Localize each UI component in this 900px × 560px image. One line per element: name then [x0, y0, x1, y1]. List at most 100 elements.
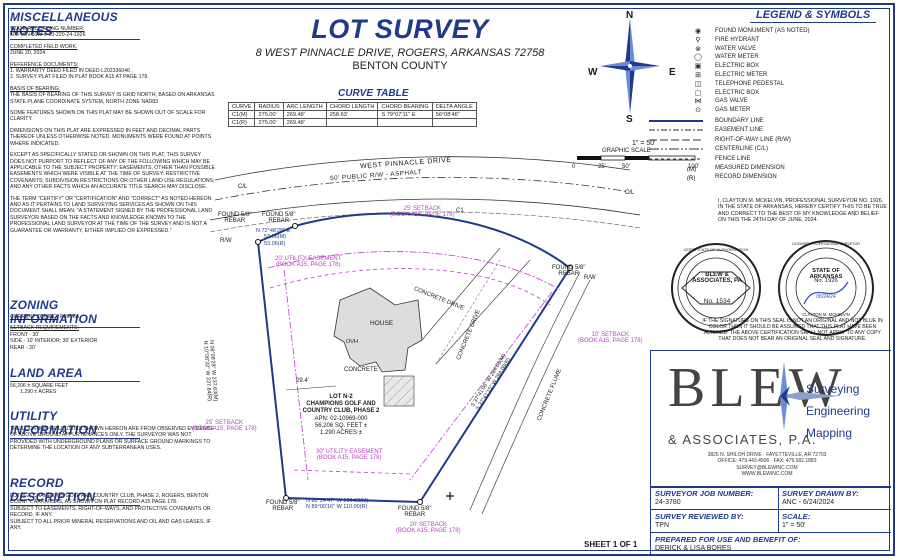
sheet-number: SHEET 1 OF 1	[584, 540, 638, 549]
legend-line-item: (M)MEASURED DIMENSION	[687, 165, 785, 172]
reference-1: 1. WARRANTY DEED FILED IN DEED L20233604…	[10, 68, 133, 75]
centerline-left: C/L	[238, 184, 248, 190]
legend-item: ◉FOUND MONUMENT (AS NOTED)	[695, 28, 810, 35]
county: BENTON COUNTY	[352, 60, 448, 72]
surveyor-seal-number: No. 1926	[814, 278, 838, 284]
setback-10-book: (BOOK A15, PAGE 178)	[578, 338, 643, 344]
features-text: SOME FEATURES SHOWN ON THIS PLAT MAY BE …	[10, 110, 206, 123]
cell: S 79°07'11" E	[377, 110, 433, 119]
radius-col: RADIUS	[254, 102, 284, 111]
legend-item: ▢ ELECTRIC BOX	[695, 89, 760, 97]
prepared-label: PREPARED FOR USE AND BENEFIT OF:	[655, 535, 801, 544]
job-value: 24-3780	[655, 499, 681, 506]
legend-item-label: ELECTRIC BOX	[715, 89, 760, 96]
legend-item: ⊙GAS METER	[695, 107, 750, 114]
setback-10-label: 10' SETBACK	[591, 332, 630, 338]
electric-box-icon: ▢	[694, 89, 702, 97]
found-se-type: REBAR	[404, 512, 426, 518]
graphic-scale-bar	[577, 155, 696, 161]
land-area-heading: LAND AREA	[10, 366, 140, 382]
scale-label: GRAPHIC SCALE	[602, 148, 651, 154]
scale-tick-0: 0	[572, 164, 576, 170]
found-ne: FOUND 5/8" REBAR	[552, 265, 585, 277]
curve-label: C1	[456, 208, 464, 214]
tag-engineering: Engineering	[806, 404, 871, 418]
rw-left: R/W	[220, 238, 232, 244]
legend-line-sample	[649, 120, 703, 122]
record-description-body: LOT N-2, CHAMPIONS GOLF AND COUNTRY CLUB…	[10, 493, 215, 531]
setback-label: SETBACK REQUIREMENTS:	[10, 325, 79, 332]
misc-notes-heading: MISCELLANEOUS NOTES	[10, 10, 140, 40]
dim-29-label: 29.4'	[296, 378, 309, 384]
electric-meter-icon: ⊞	[695, 72, 701, 79]
compass-rose	[600, 18, 660, 114]
north-bearing: N 72°48'28" E	[256, 228, 291, 234]
front-setback: 25' SETBACK (BOOK A15, PAGE 178)	[390, 206, 455, 218]
cell: 275.00'	[254, 110, 284, 119]
found-n: FOUND 5/8" REBAR	[262, 212, 295, 224]
sheet-inner-border	[8, 8, 890, 551]
table-row: C1(M) 275.00' 269.48' 258.63' S 79°07'11…	[227, 110, 477, 119]
side-setback-book: (BOOK A15, PAGE 178)	[192, 426, 257, 432]
drawn-by: SURVEY DRAWN BY: ANC - 6/24/2024	[782, 489, 859, 506]
tb-row-line-1	[650, 509, 891, 510]
house-label: HOUSE	[370, 320, 394, 327]
cell	[325, 118, 379, 127]
legend-item: ◫TELEPHONE PEDESTAL	[695, 81, 784, 88]
setback-20-label: 20' SETBACK	[409, 522, 448, 528]
legend-code: (R)	[687, 176, 695, 181]
rw-right: R/W	[584, 275, 596, 281]
concrete-label: CONCRETE	[344, 367, 378, 373]
prepared-value: DERICK & LISA BORES	[655, 545, 732, 552]
scale-tick-50: 50'	[622, 164, 630, 170]
record-line-3: SUBJECT TO ALL PRIOR MINERAL RESERVATION…	[10, 518, 211, 532]
prepared-for: PREPARED FOR USE AND BENEFIT OF: DERICK …	[655, 535, 801, 552]
surveyor-seal	[778, 240, 874, 336]
setback-rear: REAR - 30'	[10, 344, 36, 351]
job-number: SURVEYOR JOB NUMBER: 24-3780	[655, 489, 753, 506]
job-label: SURVEYOR JOB NUMBER:	[655, 489, 754, 498]
north-dist-m: 53.06(M)	[264, 234, 287, 241]
fire-hydrant-icon: ⚲	[695, 36, 701, 44]
found-sw-type: REBAR	[272, 506, 294, 512]
legend-item-label: GAS VALVE	[715, 98, 748, 105]
completed-value: JUNE 20, 2024	[10, 50, 46, 57]
reviewed-value: TPN	[655, 522, 669, 529]
side-setback-label: 25' SETBACK	[205, 420, 244, 426]
found-nw-label: FOUND 5/8"	[218, 212, 252, 218]
lot-info: LOT N-2 CHAMPIONS GOLF AND COUNTRY CLUB,…	[296, 394, 386, 437]
record-description-heading: RECORD DESCRIPTION	[10, 476, 140, 506]
zoning-heading: ZONING INFORMATION	[10, 298, 140, 328]
company-web: WWW.BLEWINC.COM	[741, 471, 793, 478]
dimensions-text: DIMENSIONS ON THIS PLAT ARE EXPRESSED IN…	[10, 127, 212, 147]
company-subname: & ASSOCIATES, P.A.	[668, 432, 817, 447]
lot-name-3: COUNTRY CLUB, PHASE 2	[302, 408, 380, 415]
legend-line-item: FENCE LINE	[649, 156, 750, 162]
compass-w: W	[588, 67, 598, 78]
found-sw: FOUND 5/8" REBAR	[266, 500, 299, 512]
front-setback-book: (BOOK A15, PAGE 178)	[390, 212, 455, 218]
water-valve-icon: ⊗	[695, 45, 701, 53]
monument-icon: ◉	[694, 28, 702, 35]
current-zoning-value: RMF-6A	[59, 314, 80, 320]
state-recording-value: 500-19N-30W-0-20-220-24-1926	[10, 32, 86, 39]
cell	[431, 118, 477, 127]
legend-line-label: BOUNDARY LINE	[715, 118, 764, 124]
reviewed-by: SURVEY REVIEWED BY: TPN	[655, 512, 743, 529]
util-30-book: (BOOK A15, PAGE 178)	[316, 455, 382, 461]
legend-item: ◯WATER METER	[694, 54, 759, 61]
current-zoning-label: CURRENT ZONING:	[10, 314, 59, 320]
legend-line-sample: (R)	[687, 176, 695, 181]
plat-drawing	[209, 156, 641, 515]
legend-line-item: (R)RECORD DIMENSION	[687, 174, 777, 181]
utility-easement-20: 20' UTILITY EASEMENT (BOOK A15, PAGE 178…	[275, 256, 341, 268]
company-seal	[671, 243, 761, 333]
scale-block-label: SCALE:	[782, 512, 811, 521]
bearing-text: THE BASIS OF BEARING OF THIS SURVEY IS G…	[10, 92, 215, 105]
legend-item-label: ELECTRIC METER	[715, 72, 768, 78]
land-area-body: 56,206 ± SQUARE FEET 1.290 ± ACRES	[10, 383, 215, 396]
lot-apn: APN: 02-10969-000	[314, 415, 368, 422]
legend-line-sample	[649, 129, 703, 131]
util-ease-label: 20' UTILITY EASEMENT	[275, 256, 342, 262]
reference-2: 2. SURVEY PLAT FILED IN PLAT BOOK A15 AT…	[10, 74, 149, 81]
